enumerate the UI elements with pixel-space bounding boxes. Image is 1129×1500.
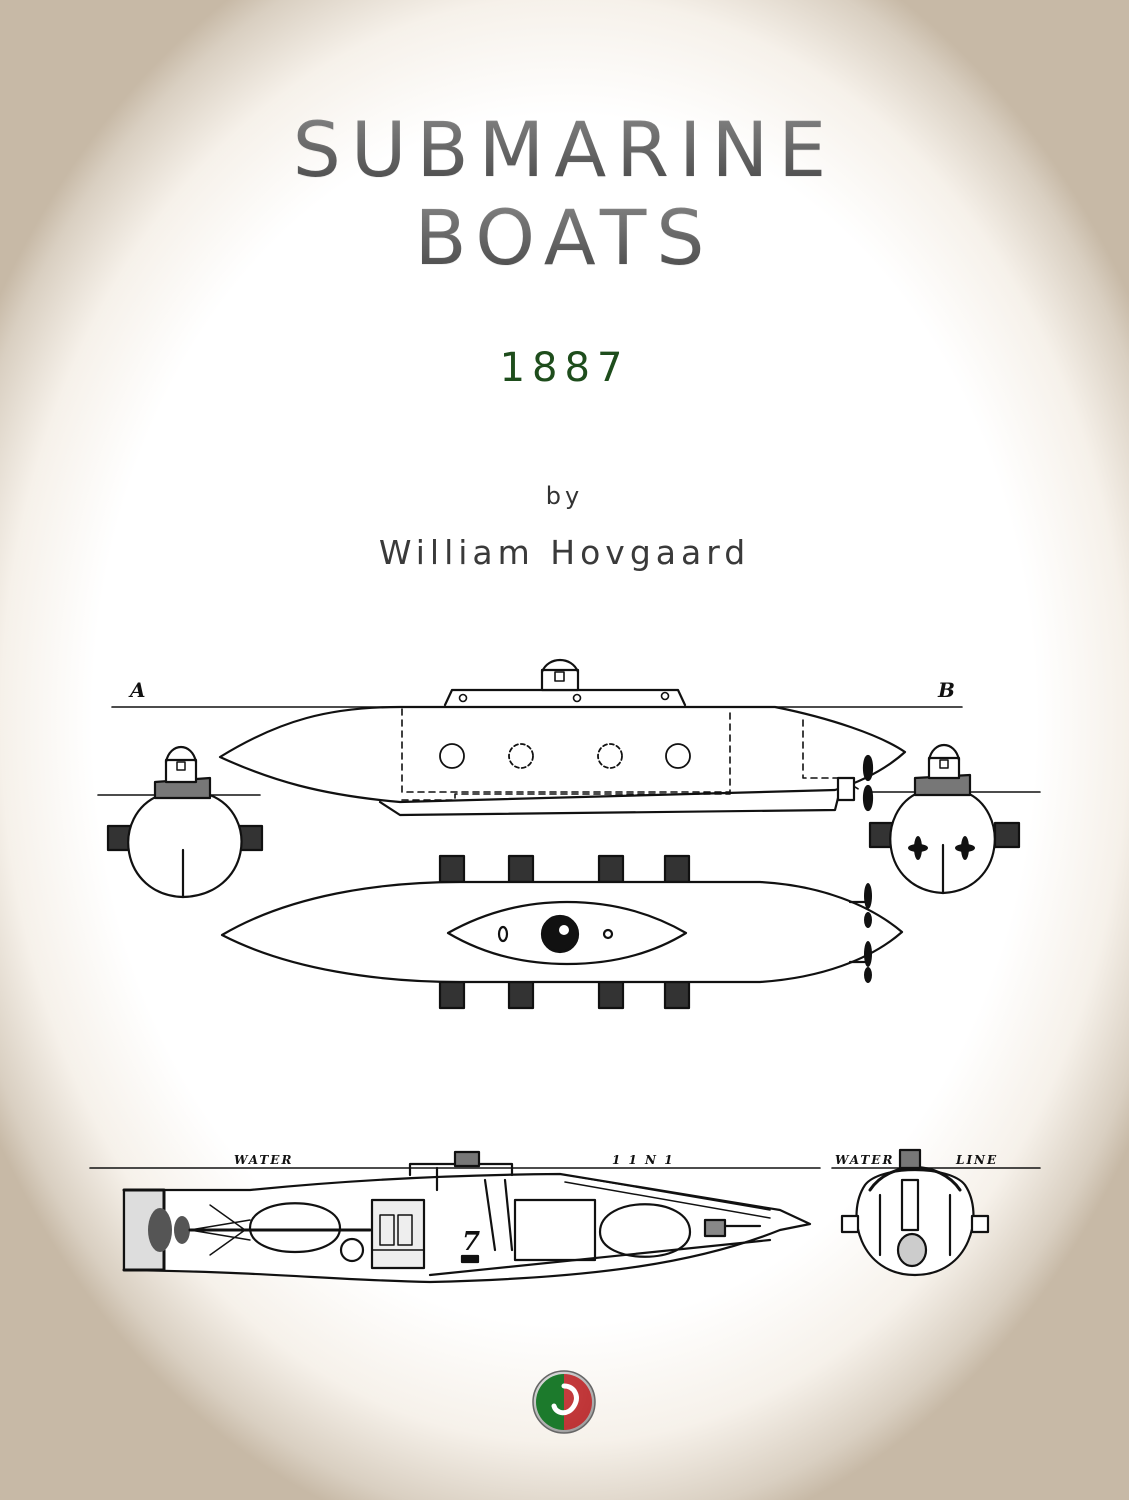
publication-year: 1887 (499, 345, 630, 391)
cross-section-view: WATER LINE (831, 1148, 1041, 1277)
water-label-right: WATER (835, 1153, 894, 1167)
side-elevation-view: A B (111, 658, 963, 817)
label-a: A (128, 678, 146, 702)
water-label-left: WATER (234, 1153, 293, 1167)
by-label: by (545, 482, 584, 510)
line-label-partial: 1 1 N 1 (612, 1153, 675, 1167)
end-view-right (868, 743, 1041, 895)
plan-view (220, 854, 904, 1010)
title-line-1: SUBMARINE (0, 112, 1129, 188)
cutaway-view: 7 WATER 1 1 N 1 (89, 1150, 821, 1284)
submarine-technical-drawing: A B (89, 658, 1041, 1284)
line-label: LINE (955, 1153, 998, 1167)
title-line-2: BOATS (0, 200, 1129, 276)
author-name: William Hovgaard (378, 533, 751, 572)
section-number: 7 (462, 1227, 480, 1257)
label-b: B (937, 678, 955, 702)
publisher-logo-icon (532, 1370, 596, 1434)
end-view-left (97, 745, 264, 899)
